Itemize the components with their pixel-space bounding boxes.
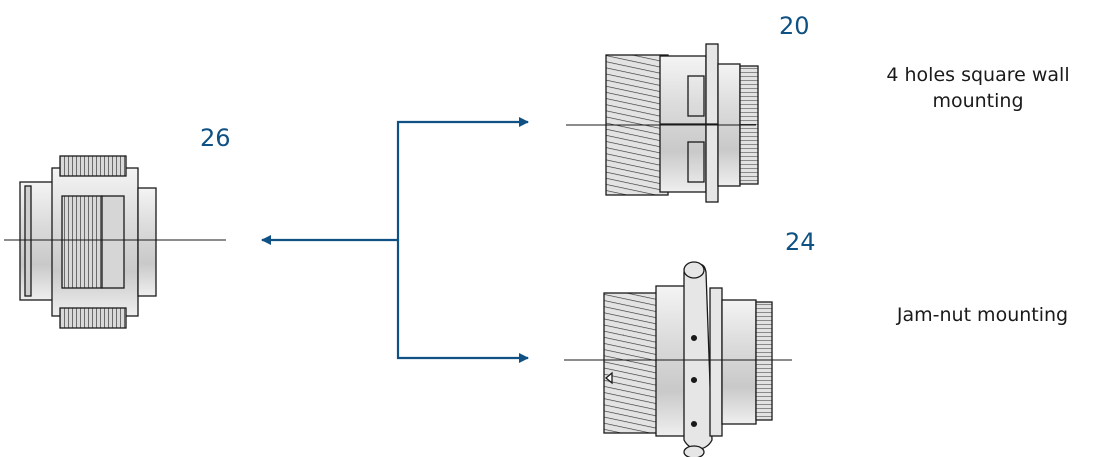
wall-mounting-caption-line2: mounting	[932, 90, 1024, 112]
jam-receptacle-number-label: 24	[785, 228, 816, 256]
plug-number-label: 26	[200, 124, 231, 152]
jam-mounting-caption: Jam-nut mounting	[896, 304, 1069, 326]
plug-icon	[19, 155, 157, 329]
wall-mounting-caption: 4 holes square wall mounting	[872, 62, 1084, 114]
arrow-to-wall-receptacle	[396, 117, 529, 240]
wall-receptacle-icon	[605, 43, 759, 203]
wall-mounting-caption-line1: 4 holes square wall	[886, 64, 1070, 86]
arrow-to-jam-receptacle	[396, 240, 529, 363]
arrow-icon	[261, 117, 529, 363]
wall-receptacle-number-label: 20	[779, 12, 810, 40]
jam-receptacle-icon	[603, 261, 773, 457]
